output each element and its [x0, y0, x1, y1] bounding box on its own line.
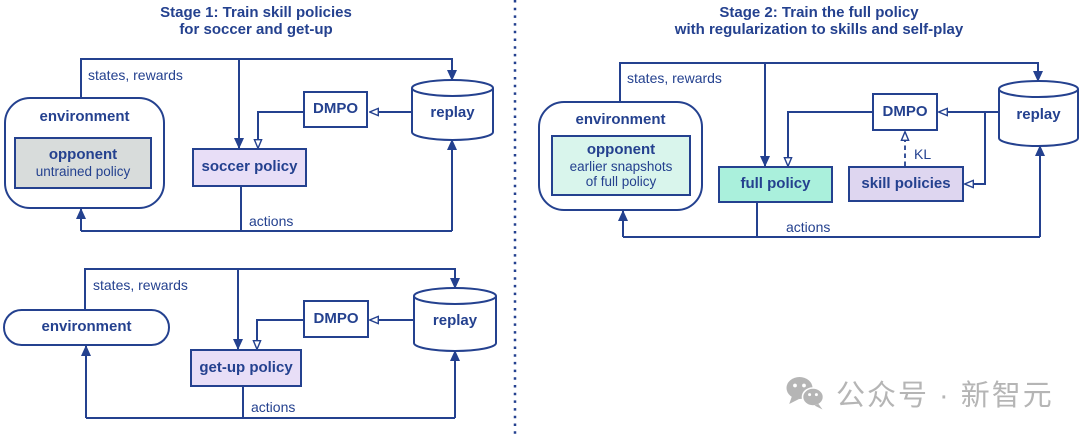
actions-label: actions — [251, 399, 296, 415]
states-rewards-label: states, rewards — [93, 277, 188, 293]
opponent-box: opponent untrained policy — [14, 137, 152, 189]
watermark-text: 公众号 · 新智元 — [836, 380, 1054, 412]
replay-label: replay — [430, 104, 475, 121]
dmpo-box: DMPO — [303, 91, 368, 128]
stage2-connectors — [618, 62, 1079, 238]
soccer-policy-box: soccer policy — [192, 148, 307, 187]
stage1-getup-connectors — [81, 268, 497, 419]
getup-policy-box: get-up policy — [190, 349, 302, 387]
replay-label: replay — [432, 312, 478, 329]
replay-cylinder-top — [998, 80, 1079, 98]
environment-box: environment — [3, 309, 170, 346]
states-rewards-arrow — [84, 268, 460, 309]
dmpo-to-policy-arrow — [788, 111, 872, 166]
replay-cylinder — [413, 296, 497, 352]
stage2-title: Stage 2: Train the full policy with regu… — [658, 4, 980, 38]
skill-policies-box: skill policies — [848, 166, 964, 202]
stage1-soccer-connectors — [76, 58, 494, 232]
replay-label: replay — [1016, 106, 1061, 123]
environment-label: environment — [575, 111, 666, 128]
states-rewards-arrow — [619, 62, 1043, 101]
stage1-title-line2: for soccer and get-up — [179, 21, 333, 38]
opponent-subtitle-2: of full policy — [585, 173, 657, 189]
replay-to-skills-arrow — [965, 112, 986, 184]
opponent-title: opponent — [48, 146, 118, 164]
stage1-title-line1: Stage 1: Train skill policies — [160, 4, 352, 21]
states-rewards-label: states, rewards — [88, 67, 183, 83]
actions-label: actions — [786, 219, 831, 235]
stage1-title: Stage 1: Train skill policies for soccer… — [116, 4, 396, 38]
opponent-box: opponent earlier snapshots of full polic… — [551, 135, 691, 196]
replay-cylinder — [411, 88, 494, 141]
replay-cylinder-top — [411, 79, 494, 97]
opponent-title: opponent — [586, 140, 656, 158]
replay-cylinder-top — [413, 287, 497, 305]
dmpo-to-policy-arrow — [258, 111, 303, 148]
dmpo-box: DMPO — [303, 300, 369, 338]
states-rewards-arrow — [80, 58, 457, 97]
wechat-icon — [786, 377, 824, 410]
actions-label: actions — [249, 213, 294, 229]
full-policy-box: full policy — [718, 166, 833, 203]
watermark: 公众号 · 新智元 — [786, 372, 1054, 414]
stage2-title-line1: Stage 2: Train the full policy — [719, 4, 919, 21]
states-rewards-label: states, rewards — [627, 70, 722, 86]
opponent-subtitle: untrained policy — [35, 163, 131, 179]
opponent-subtitle-1: earlier snapshots — [569, 158, 673, 174]
replay-cylinder — [998, 89, 1079, 147]
dmpo-to-policy-arrow — [257, 319, 303, 349]
kl-label: KL — [914, 146, 932, 162]
environment-label: environment — [39, 108, 130, 125]
stage2-title-line2: with regularization to skills and self-p… — [674, 21, 964, 38]
dmpo-box: DMPO — [872, 93, 938, 131]
